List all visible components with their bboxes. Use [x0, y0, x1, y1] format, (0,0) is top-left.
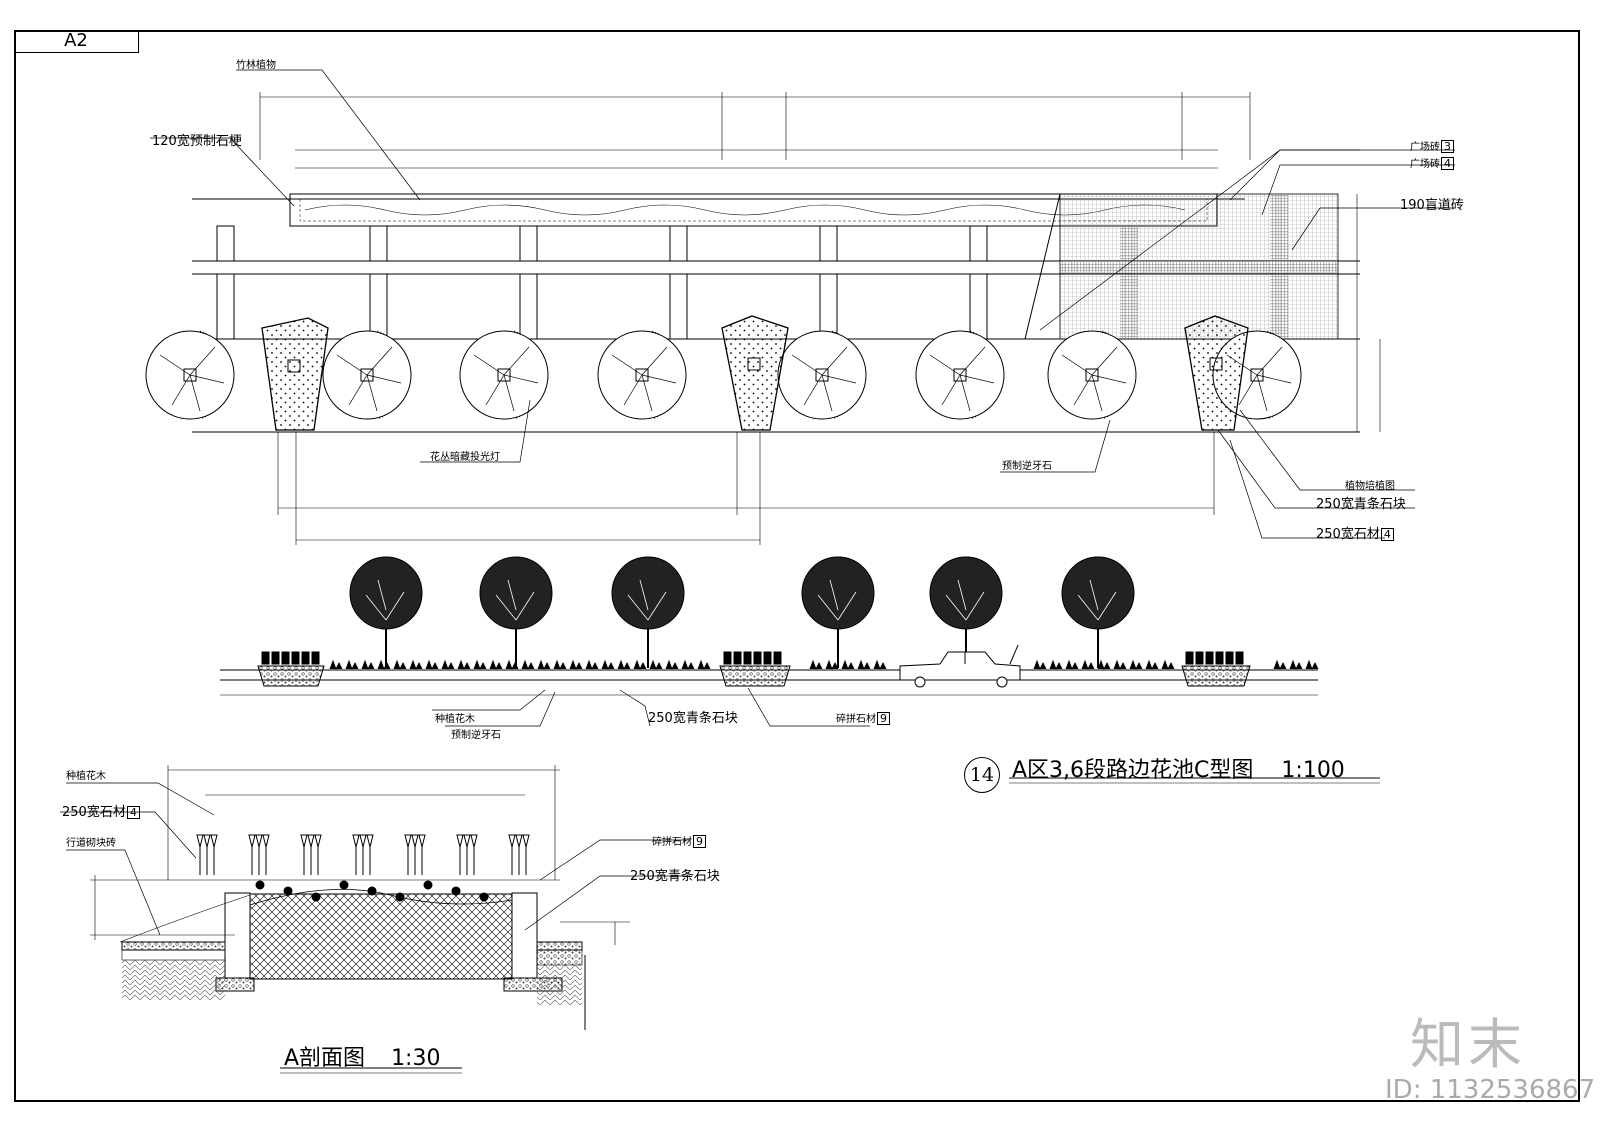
elevation-tree-6 [1061, 556, 1135, 668]
elevation-tree-1 [349, 556, 423, 668]
section-plant-5 [404, 834, 426, 875]
drawing-number: 14 [964, 757, 1000, 793]
label-flowers-section: 种植花木 [66, 771, 106, 782]
label-curb120: 120宽预制石梗 [152, 134, 242, 149]
plan-tree-4 [597, 330, 687, 420]
label-pavement: 行道砌块砖 [66, 838, 116, 849]
label-light: 花丛暗藏投光灯 [430, 452, 500, 463]
plan-tree-7 [1047, 330, 1137, 420]
label-planting: 植物培植图 [1345, 481, 1395, 492]
label-teeth-plan: 预制逆牙石 [1002, 461, 1052, 472]
section-plant-2 [248, 834, 270, 875]
plan-tree-6 [915, 330, 1005, 420]
watermark-id: ID: 1132536867 [1385, 1075, 1596, 1105]
elevation-tree-4 [801, 556, 875, 668]
section-plant-7 [508, 834, 530, 875]
label-bluestone250-section: 250宽青条石块 [630, 869, 720, 884]
label-teeth-elev: 预制逆牙石 [451, 730, 501, 741]
label-flowers-elev: 种植花木 [435, 714, 475, 725]
section-plant-1 [196, 834, 218, 875]
drawing-frame [14, 30, 1580, 1102]
plan-tree-2 [322, 330, 412, 420]
section-plant-4 [352, 834, 374, 875]
label-bluestone250-plan: 250宽青条石块 [1316, 497, 1406, 512]
watermark-logo: 知末 [1410, 1013, 1526, 1076]
label-bamboo: 竹林植物 [236, 60, 276, 71]
label-blind190: 190盲道砖 [1400, 198, 1464, 213]
plan-tree-5 [777, 330, 867, 420]
section-plant-6 [456, 834, 478, 875]
section-plant-3 [300, 834, 322, 875]
elevation-tree-3 [611, 556, 685, 668]
elevation-tree-2 [479, 556, 553, 668]
plan-tree-1 [145, 330, 235, 420]
elevation-tree-5 [929, 556, 1003, 668]
label-bluestone250-elev: 250宽青条石块 [648, 711, 738, 726]
sheet-tag: A2 [14, 30, 139, 53]
plan-tree-3 [459, 330, 549, 420]
